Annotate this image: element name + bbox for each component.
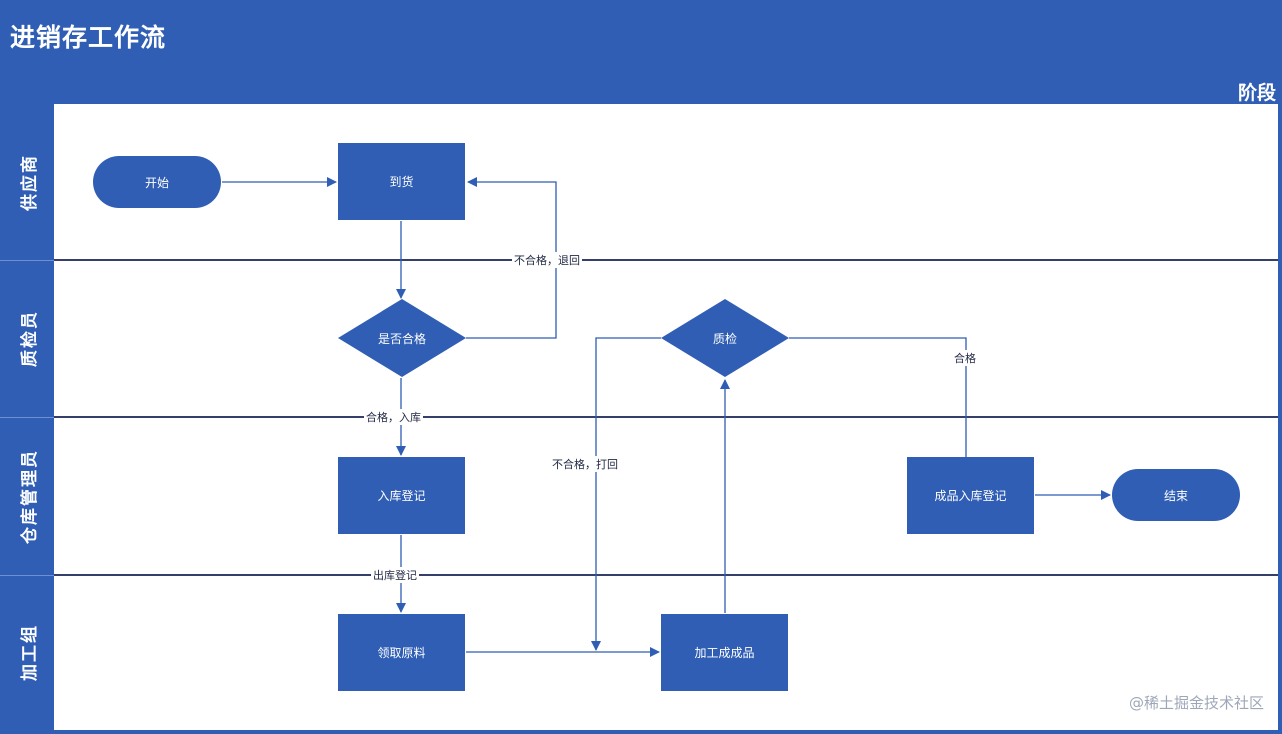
edge-qc-reject-fight — [591, 337, 661, 651]
pick-material-node[interactable]: 领取原料 — [338, 614, 465, 691]
lane-divider — [54, 416, 1278, 418]
diamond-shape — [338, 299, 466, 377]
diamond-shape — [661, 299, 789, 377]
stock-in-node[interactable]: 入库登记 — [338, 457, 465, 534]
phase-label: 阶段 — [1237, 82, 1276, 104]
diagram-title: 进销存工作流 — [10, 23, 167, 52]
lane-label-divider — [0, 417, 54, 418]
inspect-decision-node[interactable]: 是否合格 — [338, 299, 466, 377]
edge-label-reject-fight: 不合格，打回 — [550, 456, 620, 472]
end-node[interactable]: 结束 — [1112, 469, 1240, 521]
edge-qc-pass — [789, 337, 967, 457]
lane-label-divider — [0, 575, 54, 576]
edge-label-pass: 合格 — [952, 350, 978, 366]
edge-label-out-register: 出库登记 — [371, 567, 419, 583]
edge-label-reject-return: 不合格，退回 — [512, 252, 582, 268]
edge-label-pass-store: 合格，入库 — [364, 409, 423, 425]
lane-divider — [54, 259, 1278, 261]
start-node[interactable]: 开始 — [93, 156, 221, 208]
lane-divider — [54, 574, 1278, 576]
deliver-node[interactable]: 到货 — [338, 143, 465, 220]
watermark: @稀土掘金技术社区 — [1128, 694, 1264, 712]
process-node[interactable]: 加工成成品 — [661, 614, 788, 691]
lane-label-divider — [0, 260, 54, 261]
finished-stock-in-node[interactable]: 成品入库登记 — [907, 457, 1034, 534]
qc-decision-node[interactable]: 质检 — [661, 299, 789, 377]
